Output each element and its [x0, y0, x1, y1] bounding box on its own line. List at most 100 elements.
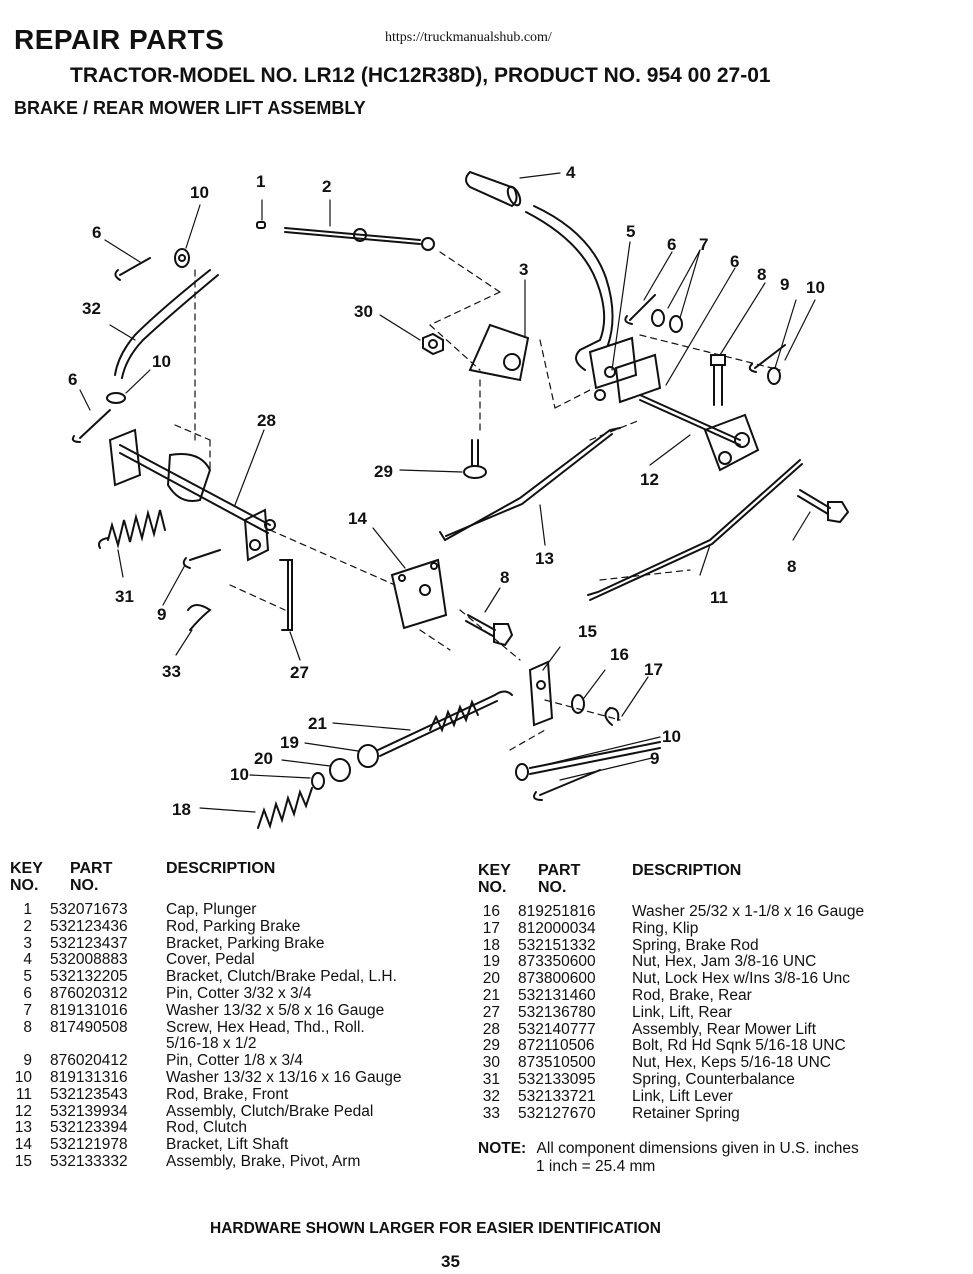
callout-8: 8 [500, 568, 509, 587]
key-number: 20 [482, 970, 500, 988]
callout-27: 27 [290, 663, 309, 682]
page-title: REPAIR PARTS [14, 24, 225, 55]
part-description: Assembly, Clutch/Brake Pedal [166, 1102, 374, 1120]
part-description: Washer 25/32 x 1-1/8 x 16 Gauge [632, 903, 865, 920]
page-number: 35 [441, 1252, 460, 1271]
callout-10: 10 [806, 278, 825, 297]
part-number: 872110506 [518, 1037, 595, 1055]
part-description: 5/16-18 x 1/2 [166, 1035, 257, 1053]
part-number: 819131016 [50, 1001, 128, 1019]
part-description: Assembly, Brake, Pivot, Arm [166, 1153, 361, 1170]
part-number: 532123394 [50, 1119, 128, 1137]
note-line-1: All component dimensions given in U.S. i… [536, 1140, 859, 1157]
col-key-header: KEY [478, 862, 511, 879]
callout-16: 16 [610, 645, 629, 664]
part-number: 532140777 [518, 1020, 596, 1038]
callout-9: 9 [780, 275, 789, 294]
model-heading: TRACTOR-MODEL NO. LR12 (HC12R38D), PRODU… [70, 64, 771, 87]
part-number: 812000034 [518, 919, 596, 937]
key-number: 6 [23, 985, 32, 1002]
part-description: Nut, Hex, Keps 5/16-18 UNC [632, 1054, 832, 1072]
part-number: 817490508 [50, 1018, 128, 1036]
part-number: 532131460 [518, 987, 596, 1004]
part-description: Retainer Spring [632, 1104, 740, 1122]
col-part-header-2: NO. [538, 879, 567, 896]
part-description: Spring, Brake Rod [632, 936, 759, 954]
key-number: 8 [23, 1018, 32, 1036]
key-number: 21 [482, 987, 500, 1004]
part-number: 819251816 [518, 903, 596, 920]
callout-2: 2 [322, 177, 331, 196]
key-number: 30 [482, 1054, 500, 1072]
callout-13: 13 [535, 549, 554, 568]
key-number: 17 [482, 919, 500, 937]
part-description: Washer 13/32 x 5/8 x 16 Gauge [166, 1001, 385, 1019]
note-label: NOTE: [478, 1140, 527, 1157]
key-number: 12 [14, 1102, 32, 1120]
part-number: 873350600 [518, 953, 596, 971]
part-number: 532123437 [50, 934, 128, 952]
callout-6: 6 [92, 223, 101, 242]
col-key-header-2: NO. [478, 879, 507, 896]
part-description: Nut, Lock Hex w/Ins 3/8-16 Unc [632, 970, 850, 988]
callout-10: 10 [152, 352, 171, 371]
callout-15: 15 [578, 622, 597, 641]
col-key-header-2: NO. [10, 877, 39, 894]
callout-8: 8 [757, 265, 766, 284]
col-part-header-2: NO. [70, 877, 99, 894]
part-number: 532123436 [50, 917, 128, 935]
col-description-header: DESCRIPTION [632, 862, 742, 879]
callout-9: 9 [157, 605, 166, 624]
col-description-header: DESCRIPTION [166, 860, 276, 877]
col-part-header: PART [538, 862, 581, 879]
part-number: 532127670 [518, 1104, 596, 1122]
callout-10: 10 [230, 765, 249, 784]
key-number: 18 [482, 936, 500, 954]
source-url[interactable]: https://truckmanualshub.com/ [385, 30, 552, 45]
key-number: 5 [23, 968, 32, 986]
part-description: Link, Lift, Rear [632, 1003, 732, 1021]
callout-21: 21 [308, 714, 327, 733]
part-number: 532132205 [50, 968, 128, 986]
exploded-parts-diagram: 1 2 3 4 5 6 6 6 6 7 8 8 8 9 9 9 10 10 10… [68, 163, 850, 830]
callout-6: 6 [68, 370, 77, 389]
key-number: 29 [482, 1037, 500, 1055]
part-number: 876020412 [50, 1052, 128, 1070]
part-number: 532071673 [50, 901, 128, 918]
key-number: 3 [23, 934, 32, 952]
callout-6: 6 [667, 235, 676, 254]
callout-19: 19 [280, 733, 299, 752]
part-description: Nut, Hex, Jam 3/8-16 UNC [632, 953, 817, 971]
callout-11: 11 [710, 588, 728, 607]
key-number: 33 [482, 1104, 500, 1122]
callout-29: 29 [374, 462, 393, 481]
part-number: 532139934 [50, 1102, 128, 1120]
key-number: 7 [23, 1001, 32, 1019]
part-description: Cap, Plunger [166, 901, 257, 918]
dimensions-note: NOTE: All component dimensions given in … [478, 1140, 859, 1176]
col-part-header: PART [70, 860, 113, 877]
key-number: 27 [482, 1003, 500, 1021]
part-description: Screw, Hex Head, Thd., Roll. [166, 1018, 365, 1036]
part-number: 873800600 [518, 970, 596, 988]
part-description: Rod, Clutch [166, 1119, 247, 1137]
part-description: Assembly, Rear Mower Lift [632, 1020, 817, 1038]
part-description: Rod, Parking Brake [166, 917, 301, 935]
part-description: Ring, Klip [632, 919, 699, 937]
part-description: Bracket, Clutch/Brake Pedal, L.H. [166, 968, 397, 986]
part-number: 532123543 [50, 1085, 128, 1103]
callout-6: 6 [730, 252, 739, 271]
part-number: 532133332 [50, 1153, 128, 1170]
key-number: 10 [14, 1069, 32, 1086]
callout-14: 14 [348, 509, 367, 528]
part-number: 532008883 [50, 951, 128, 969]
callout-18: 18 [172, 800, 191, 819]
callout-7: 7 [699, 235, 708, 254]
key-number: 19 [482, 953, 500, 971]
note-line-2: 1 inch = 25.4 mm [536, 1158, 656, 1175]
callout-10: 10 [662, 727, 681, 746]
part-number: 532121978 [50, 1136, 128, 1154]
callout-30: 30 [354, 302, 373, 321]
